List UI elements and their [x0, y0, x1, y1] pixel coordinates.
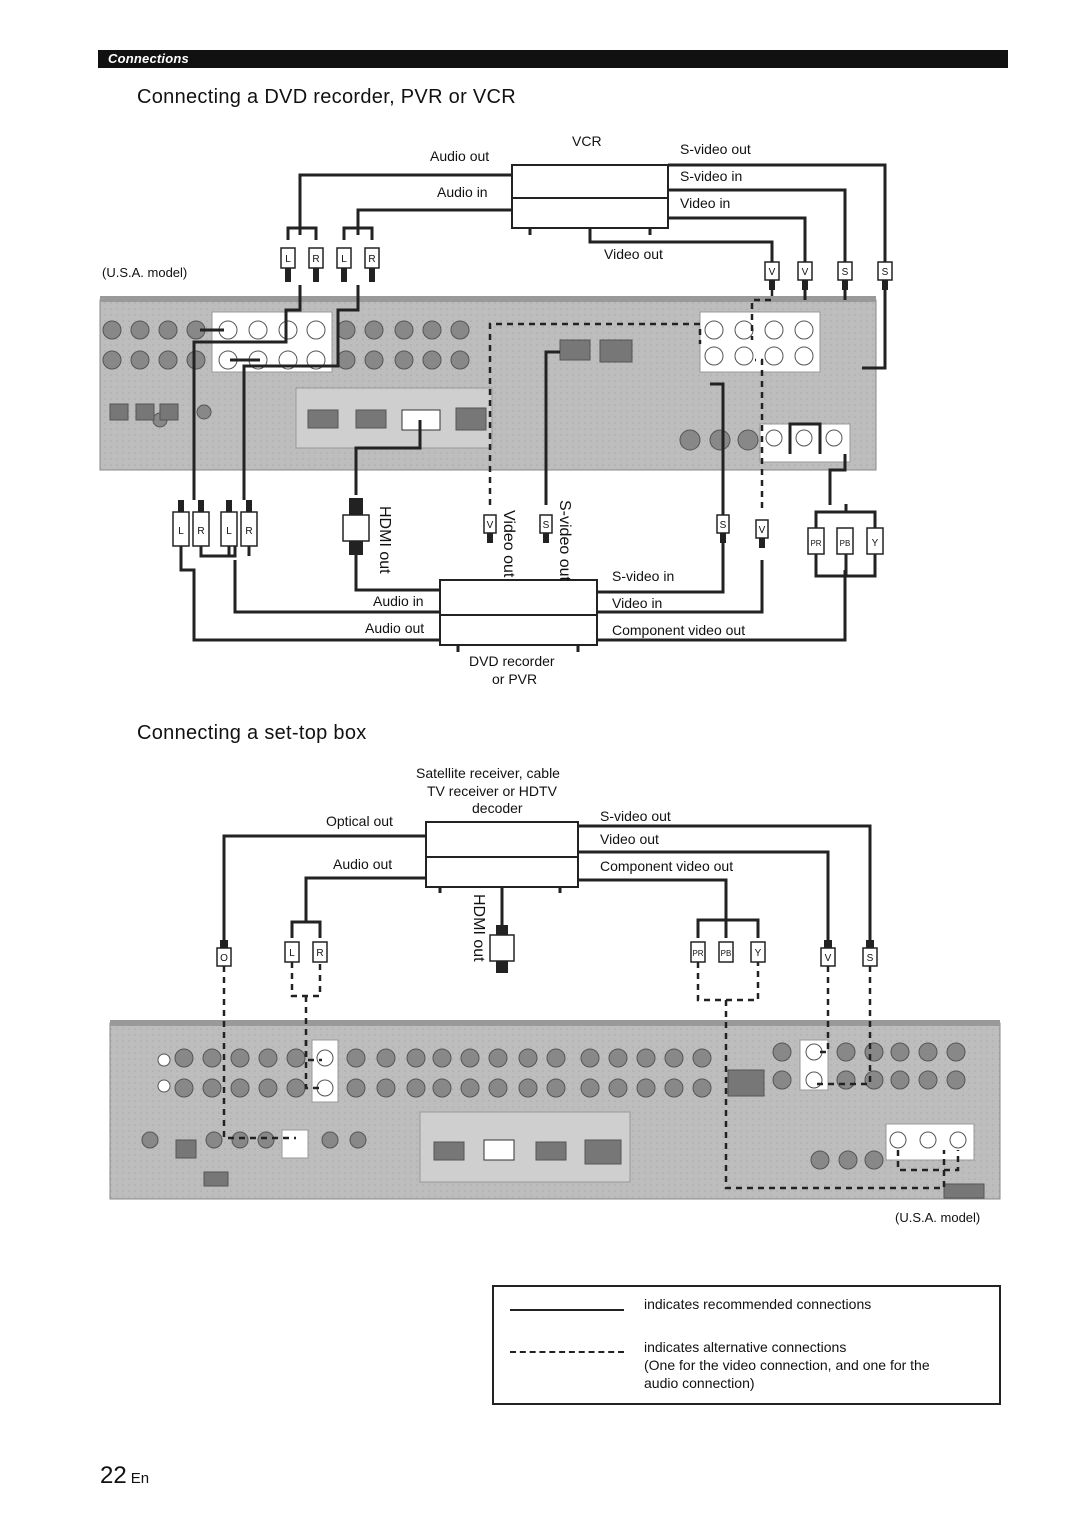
plug-letter: PB — [721, 949, 732, 958]
plug-letter: R — [245, 526, 252, 537]
plug-letter: R — [197, 526, 204, 537]
diagram-dvd-recorder: Audio out Audio in VCR S-video out S-vid… — [99, 133, 893, 687]
legend-box: indicates recommended connections indica… — [492, 1285, 1001, 1405]
label-model-2: (U.S.A. model) — [895, 1210, 980, 1225]
label-component-out-dvd: Component video out — [612, 622, 745, 638]
legend-solid-line — [510, 1309, 624, 1311]
label-svideo-in-dvd: S-video in — [612, 568, 674, 584]
bottom-audio-plugs — [172, 500, 258, 560]
plug-letter: Y — [872, 538, 879, 549]
cables-alternative-set-top-box — [222, 962, 960, 1190]
legend-alternative-note-2: audio connection) — [644, 1375, 755, 1391]
plug-letter: V — [825, 953, 832, 964]
section-header-label: Connections — [108, 51, 189, 66]
label-vcr: VCR — [572, 133, 602, 149]
label-audio-out-vcr: Audio out — [430, 148, 489, 164]
plug-letter: Y — [755, 948, 762, 959]
label-svideo-out-vertical: S-video out — [556, 500, 573, 581]
receiver-rear-panel-2 — [109, 1020, 1001, 1200]
label-satellite-receiver: Satellite receiver, cable — [416, 765, 560, 781]
set-top-box-device-illustration — [425, 821, 579, 893]
legend-alternative-note-1: (One for the video connection, and one f… — [644, 1357, 930, 1373]
label-video-out-vcr: Video out — [604, 246, 663, 262]
label-dvd-recorder: DVD recorder — [469, 653, 555, 669]
vcr-device-illustration — [511, 164, 669, 235]
receiver-rear-panel-1 — [99, 296, 877, 471]
bottom-video-plugs — [483, 504, 884, 578]
label-audio-out-stb: Audio out — [333, 856, 392, 872]
plug-letter: V — [759, 525, 766, 536]
plug-letter: S — [720, 520, 727, 531]
label-svideo-out-vcr: S-video out — [680, 141, 751, 157]
label-svideo-in-vcr: S-video in — [680, 168, 742, 184]
plug-letter: PR — [810, 539, 821, 548]
cables-alternative-dvd — [488, 290, 774, 508]
label-component-out-stb: Component video out — [600, 858, 733, 874]
section-title-dvd-recorder: Connecting a DVD recorder, PVR or VCR — [137, 86, 517, 108]
plug-letter: L — [289, 948, 295, 959]
section-title-set-top-box: Connecting a set-top box — [137, 722, 367, 744]
plug-letter: L — [341, 254, 347, 265]
plug-letter: S — [543, 520, 550, 531]
legend-alternative-text: indicates alternative connections — [644, 1339, 847, 1355]
set-top-box-plugs — [216, 918, 878, 973]
label-or-pvr: or PVR — [492, 671, 537, 687]
plug-letter: R — [368, 254, 375, 265]
plug-letter: R — [316, 948, 323, 959]
label-audio-out-dvd: Audio out — [365, 620, 424, 636]
plug-letter: S — [867, 953, 874, 964]
label-audio-in-dvd: Audio in — [373, 593, 424, 609]
label-optical-out: Optical out — [326, 813, 393, 829]
label-hdmi-out-vertical: HDMI out — [376, 506, 393, 574]
label-decoder: decoder — [472, 800, 523, 816]
dvd-recorder-device-illustration — [439, 579, 598, 652]
label-hdmi-out-stb: HDMI out — [470, 894, 487, 962]
plug-letter: R — [312, 254, 319, 265]
section-header-bar: Connections — [98, 50, 1008, 68]
plug-letter: S — [842, 267, 849, 278]
cables-set-top-box — [222, 824, 872, 940]
legend-dashed-line — [510, 1351, 624, 1353]
top-video-plugs — [764, 261, 893, 290]
cables-top-vcr — [298, 163, 887, 370]
page-number-value: 22 — [100, 1462, 127, 1489]
label-svideo-out-stb: S-video out — [600, 808, 671, 824]
label-video-in-dvd: Video in — [612, 595, 662, 611]
label-video-out-vertical: Video out — [500, 510, 517, 578]
plug-letter: O — [220, 953, 228, 964]
plug-letter: S — [882, 267, 889, 278]
plug-letter: V — [487, 520, 494, 531]
page-language-suffix: En — [130, 1470, 150, 1487]
label-tv-receiver: TV receiver or HDTV — [427, 783, 558, 799]
hdmi-plug-dvd — [342, 498, 370, 555]
plug-letter: L — [226, 526, 232, 537]
plug-letter: L — [178, 526, 184, 537]
label-video-out-stb: Video out — [600, 831, 659, 847]
cables-audio-dvd — [179, 285, 847, 642]
plug-letter: PB — [840, 539, 851, 548]
top-audio-plugs — [280, 226, 380, 282]
plug-letter: V — [769, 267, 776, 278]
legend-recommended-text: indicates recommended connections — [644, 1296, 872, 1312]
plug-letter: V — [802, 267, 809, 278]
diagram-set-top-box: Satellite receiver, cable TV receiver or… — [109, 765, 1001, 1225]
plug-letter: PR — [692, 949, 703, 958]
label-model-1: (U.S.A. model) — [102, 265, 187, 280]
label-audio-in-vcr: Audio in — [437, 184, 488, 200]
label-video-in-vcr: Video in — [680, 195, 730, 211]
plug-letter: L — [285, 254, 291, 265]
